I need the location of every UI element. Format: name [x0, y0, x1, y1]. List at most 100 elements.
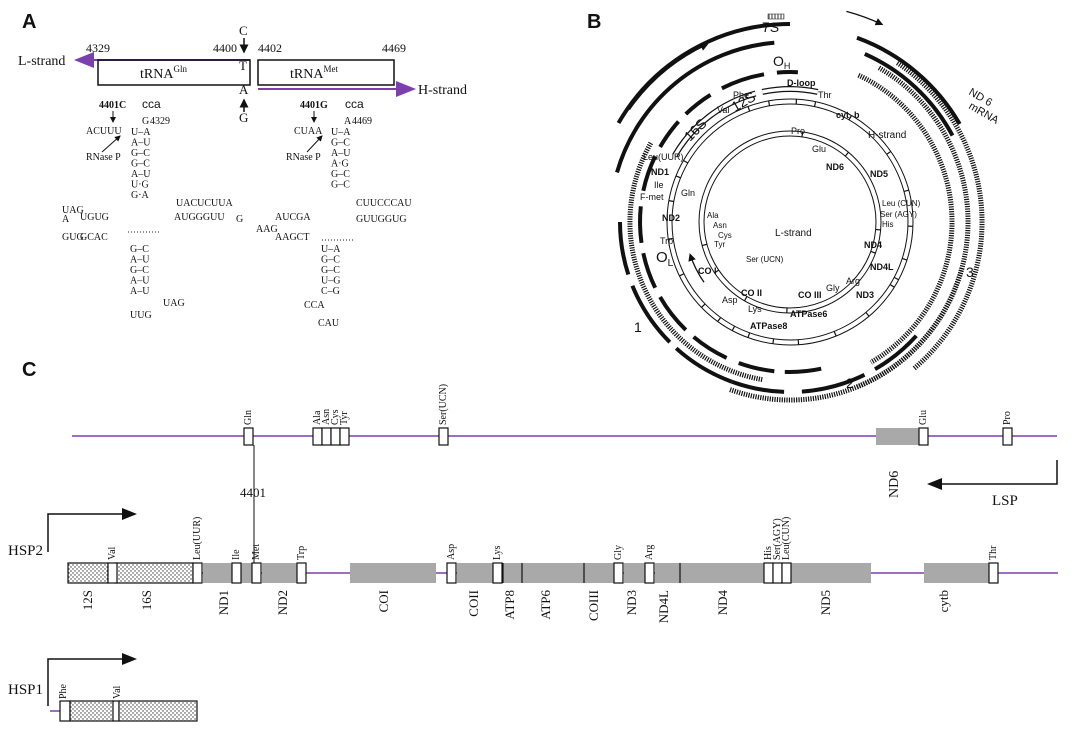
- h-trna-label-val: Val: [107, 546, 118, 560]
- h-trna-box-lys: [492, 562, 503, 584]
- h-trna-label-his: His: [763, 546, 774, 560]
- label-nd3: ND3: [856, 290, 874, 300]
- left-stem-pair-0: U–A: [131, 127, 151, 138]
- h-trna-label-gly: Gly: [613, 545, 624, 560]
- gene-nd1-block: [203, 563, 255, 583]
- transcript-1b-arc-0: [674, 346, 733, 384]
- right-anticodon-pair-4: C–G: [321, 286, 340, 297]
- l-trna-box-cys: [330, 427, 341, 446]
- left-anticodon-pair-0: G–C: [130, 244, 149, 255]
- pos-4329: 4329: [86, 41, 110, 55]
- junction-a: A: [239, 82, 249, 97]
- right-3p-number: 4469: [352, 116, 372, 127]
- outer-black-arc-0: [615, 40, 775, 173]
- right-stem-pair-5: G–C: [331, 180, 350, 191]
- panel-label-a: A: [22, 11, 36, 33]
- label-lys: Lys: [748, 304, 762, 314]
- gene-coiii-block: [584, 563, 615, 583]
- panel-a: A L-strand H-strand tRNAGln tRNAMet 4329…: [18, 11, 467, 329]
- label-gly: Gly: [826, 283, 840, 293]
- gene-boundary-tick-19: [668, 200, 674, 203]
- hsp1-label-phe: Phe: [58, 683, 69, 699]
- l-trna-label-gln: Gln: [243, 410, 254, 425]
- gene-12s-block: [67, 562, 109, 584]
- l-strand-tick-0: [801, 131, 804, 137]
- gene-boundary-tick-15: [717, 317, 722, 322]
- h-trna-box-thr: [988, 562, 999, 584]
- transcript-1b-arc-3: [873, 334, 918, 371]
- transcript-3-arc-0: [857, 72, 955, 365]
- label-l-strand: L-strand: [775, 228, 812, 239]
- label-phe: Phe: [733, 90, 749, 100]
- l-trna-label-cys: Cys: [330, 409, 341, 425]
- left-stem-pair-4: A–U: [131, 169, 151, 180]
- l-trna-box-tyr: [339, 427, 350, 446]
- label-gln: Gln: [681, 188, 695, 198]
- h-strand-genes: [67, 562, 989, 584]
- anticodon-side-left: UAG: [163, 298, 185, 309]
- h-trna-label-leucun: Leu(CUN): [781, 517, 792, 560]
- label-asn: Asn: [713, 221, 727, 230]
- d-arm-bottom-right: AAGCT: [275, 232, 309, 243]
- hsp1-arrow: [47, 653, 137, 706]
- acceptor-stem-left: U–AA–UG–CG–CA–UU·GG·A: [131, 127, 151, 201]
- transcript-hatched-left: [627, 140, 763, 383]
- right-stem-pair-4: G–C: [331, 169, 350, 180]
- h-trna-label-thr: Thr: [988, 545, 999, 560]
- l-trna-box-pro: [1002, 427, 1013, 446]
- gene-nd5-block: [789, 563, 871, 583]
- direction-arrow-top: [846, 10, 884, 26]
- gene-atp6-block: [522, 563, 584, 583]
- gene-boundary-tick-14: [731, 325, 736, 331]
- transcript-1-arc-5: [692, 335, 728, 360]
- gene-nd3-block: [624, 563, 645, 583]
- panel-b: B 7S OH D-loop Thr cyt. b Phe Val 12S 16…: [587, 10, 1001, 403]
- rrna-16s-inner: [673, 91, 757, 157]
- panel-label-b: B: [587, 11, 601, 33]
- label-ser-agy: Ser (AGY): [880, 210, 917, 219]
- left-anticodon-pair-1: A–U: [130, 255, 150, 266]
- h-strand-label: H-strand: [418, 83, 467, 98]
- h-trna-box-met: [251, 562, 262, 584]
- label-glu: Glu: [812, 144, 826, 154]
- gene-boundary-tick-1: [813, 101, 817, 107]
- right-anticodon-pair-3: U–G: [321, 276, 340, 287]
- transcript-1b-arc-4: [801, 373, 866, 394]
- h-trna-label-seragy: Ser(AGY): [772, 518, 783, 560]
- acceptor-top-left: G: [142, 116, 149, 127]
- l-trna-label-glu: Glu: [918, 410, 929, 425]
- gene-nd4-block: [680, 563, 765, 583]
- label-nd6: ND6: [826, 162, 844, 172]
- gene-boundary-tick-18: [668, 237, 674, 240]
- h-trna-box-val: [107, 562, 118, 584]
- gene-boundary-tick-2: [848, 115, 853, 121]
- h-trna-label-met: Met: [251, 544, 262, 560]
- left-stem-pair-1: A–U: [131, 138, 151, 149]
- acceptor-top-right: A: [344, 116, 352, 127]
- trna-met-structure: 4401G cca A 4469 CUAA RNase P U–AG–CA–UA…: [256, 97, 412, 329]
- panel-label-c: C: [22, 359, 36, 381]
- l-strand-tick-3: [870, 250, 876, 254]
- transcript-arcs: [615, 10, 985, 403]
- l-trna-label-ala: Ala: [312, 410, 323, 425]
- hsp1-label-val: Val: [112, 685, 123, 699]
- gene-boundary-tick-9: [865, 312, 870, 317]
- left-anticodon-pair-4: A–U: [130, 286, 150, 297]
- trna-gln-box: [97, 59, 251, 86]
- label-h-strand: H-strand: [868, 130, 906, 141]
- l-strand-tick-6: [714, 269, 720, 274]
- rnase-p-left: RNase P: [86, 152, 121, 163]
- gene-label-nd5: ND5: [818, 590, 833, 615]
- t-arm-bottom-right: GUUGGUG: [356, 214, 407, 225]
- h-trna-box-trp: [296, 562, 307, 584]
- label-nd2: ND2: [662, 213, 680, 223]
- d-arm-top-left: UGUG: [80, 212, 109, 223]
- transcript-1-arc-6: [658, 295, 688, 332]
- transcript-1-arc-7: [641, 252, 658, 289]
- label-pro: Pro: [791, 126, 805, 136]
- label-ol: OL: [656, 249, 674, 269]
